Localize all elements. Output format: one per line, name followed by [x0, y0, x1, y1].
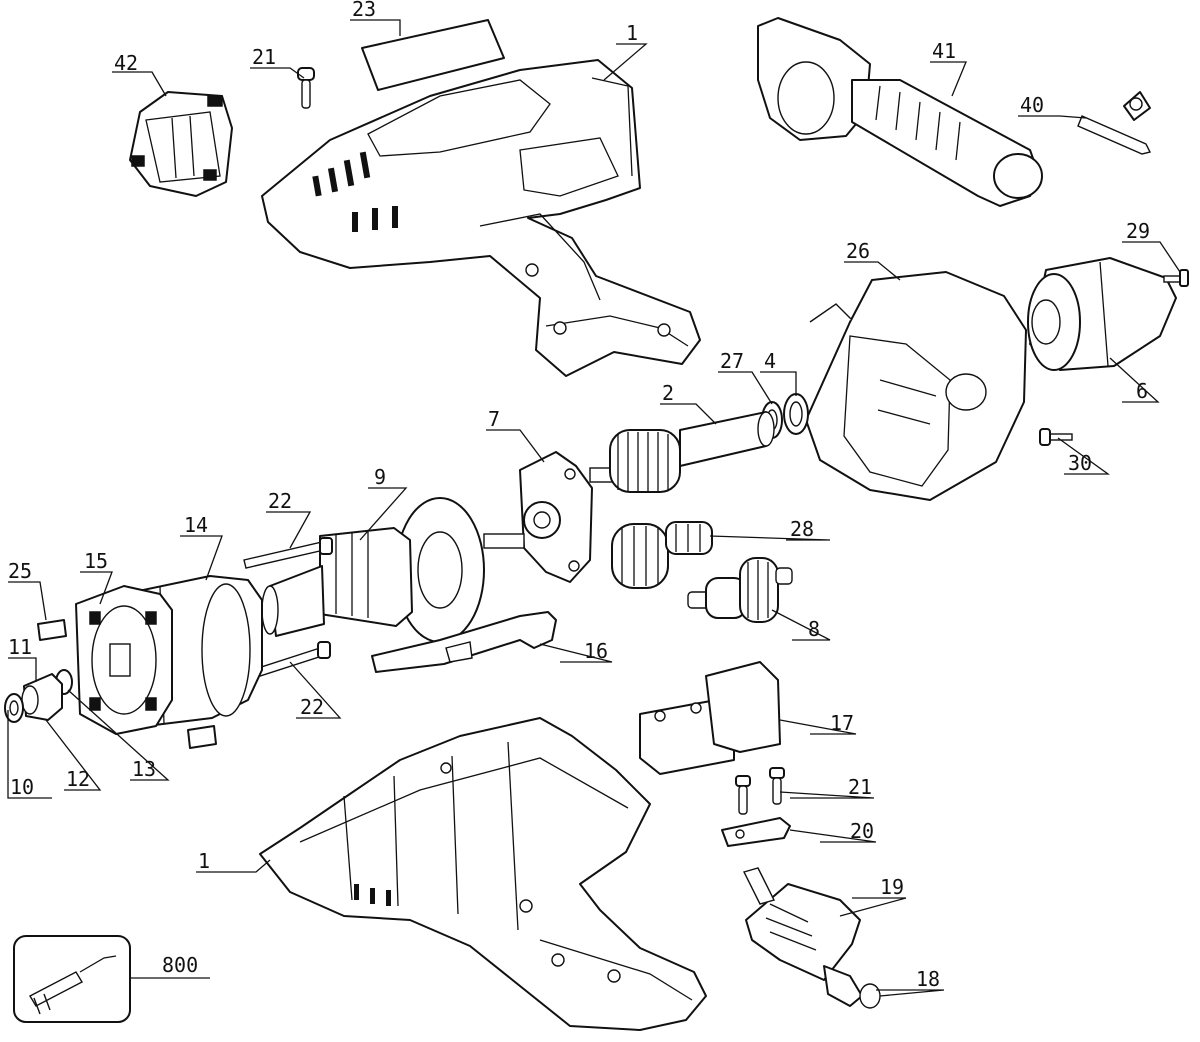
callout-7: 7	[488, 407, 500, 431]
callout-28: 28	[790, 517, 814, 541]
callout-30: 30	[1068, 451, 1092, 475]
callout-14: 14	[184, 513, 208, 537]
part-22-through-bolt-bottom	[251, 641, 331, 679]
callout-10: 10	[10, 775, 34, 799]
part-19-cord-protector	[742, 867, 861, 981]
callout-15: 15	[84, 549, 108, 573]
part-4-washer	[783, 393, 809, 435]
part-22-through-bolt-top	[243, 537, 333, 569]
callout-21-top: 21	[252, 45, 276, 69]
callout-42: 42	[114, 51, 138, 75]
callout-17: 17	[830, 711, 854, 735]
callout-12: 12	[66, 767, 90, 791]
part-1-housing-bottom	[259, 717, 707, 1031]
part-15-brush-holder	[75, 585, 173, 735]
callout-40: 40	[1020, 93, 1044, 117]
part-8-gear-cluster	[687, 557, 793, 623]
part-12-bearing-retainer	[21, 673, 63, 721]
part-20-cord-clamp	[721, 817, 791, 847]
callout-19: 19	[880, 875, 904, 899]
callout-4: 4	[764, 349, 776, 373]
callout-leaders	[7, 19, 1181, 997]
callout-41: 41	[932, 39, 956, 63]
callout-21-bottom: 21	[848, 775, 872, 799]
part-30-screw	[1039, 428, 1073, 446]
callout-2: 2	[662, 381, 674, 405]
part-7-gear-plate	[519, 451, 593, 583]
part-25-brush-bottom	[187, 725, 217, 749]
callout-18: 18	[916, 967, 940, 991]
callout-20: 20	[850, 819, 874, 843]
callout-numbers: 23 1 21 42 41 40 29 26 6 4 27 2 30 7 28 …	[8, 0, 1150, 991]
part-10-11-washers	[4, 693, 24, 723]
callout-1-top: 1	[626, 21, 638, 45]
callout-8: 8	[808, 617, 820, 641]
part-17-switch	[639, 661, 781, 775]
callout-1-bottom: 1	[198, 849, 210, 873]
callout-9: 9	[374, 465, 386, 489]
part-9-armature	[261, 497, 525, 643]
part-26-gear-case	[805, 271, 1027, 501]
part-18-cord	[823, 965, 881, 1009]
part-42-end-cap	[129, 91, 233, 197]
part-25-brush-top	[37, 619, 67, 641]
callout-23: 23	[352, 0, 376, 21]
part-23-label-plate	[361, 19, 505, 91]
callout-27: 27	[720, 349, 744, 373]
callout-26: 26	[846, 239, 870, 263]
callout-25: 25	[8, 559, 32, 583]
part-1-housing-top	[261, 59, 701, 377]
callout-13: 13	[132, 757, 156, 781]
callout-29: 29	[1126, 219, 1150, 243]
callout-22-bottom: 22	[300, 695, 324, 719]
part-28-intermediate-gear	[611, 521, 713, 589]
callout-6: 6	[1136, 379, 1148, 403]
part-2-spindle	[589, 411, 775, 493]
part-800-cord-set	[13, 935, 131, 1023]
callout-16: 16	[584, 639, 608, 663]
part-41-side-handle	[757, 17, 1043, 207]
callout-22-top: 22	[268, 489, 292, 513]
part-21-screws-bottom	[735, 767, 785, 815]
part-6-chuck	[1027, 257, 1177, 371]
callout-11: 11	[8, 635, 32, 659]
part-16-switch-lever	[371, 611, 557, 673]
part-29-chuck-screw	[1163, 269, 1189, 287]
part-40-chuck-key	[1077, 91, 1152, 155]
part-21-screw-top	[297, 67, 315, 109]
callout-800: 800	[162, 953, 198, 977]
